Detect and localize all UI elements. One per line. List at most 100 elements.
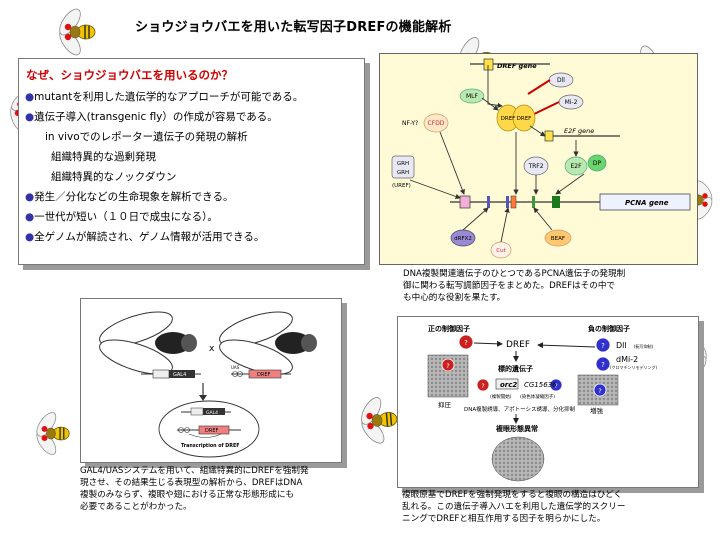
pcna-element-e2f	[552, 196, 560, 208]
pcna-diagram-svg: DREF gene Dll Mi-2 MLF DREF DREF NF-Y? C…	[391, 58, 691, 259]
dref-label-right: DREF	[517, 116, 532, 122]
dmi2-note: (クロマチンリモデリング)	[610, 364, 658, 370]
why-subitem: 組織特異的なノックダウン	[51, 171, 177, 183]
grh-node	[391, 155, 415, 179]
pcna-element-5	[532, 196, 535, 208]
enhancer-q: ?	[598, 387, 601, 395]
fly-decoration-lower-left	[32, 408, 70, 459]
cg-note: (染色体凝縮因子)	[520, 393, 555, 400]
target-q-1: ?	[481, 382, 484, 390]
dll-factor: Dll	[616, 341, 627, 350]
mi2-label: Mi-2	[565, 99, 578, 106]
negative-regulator-icon-2	[595, 356, 611, 372]
cut-label: Cut	[496, 248, 506, 254]
dref-construct	[248, 369, 282, 379]
eye-screen-svg: 正の制御因子 負の制御因子 ? ? ? Dll (転写抑制) dMi-2 (クロ…	[427, 324, 658, 482]
pcna-gene-box	[599, 193, 691, 211]
dref-gene-box	[483, 58, 494, 71]
why-item: ●発生／分化などの生命現象を解析できる。	[25, 191, 234, 203]
parent-fly-uas	[219, 311, 317, 375]
negative-regulators-label: 負の制御因子	[588, 324, 630, 333]
negative-q-2: ?	[601, 361, 605, 369]
processes-label: DNA複製誘導、アポトーシス誘導、分化抑制	[464, 405, 576, 413]
page-title: ショウジョウバエを用いた転写因子DREFの機能解析	[135, 20, 452, 35]
gal4-construct	[169, 370, 195, 378]
suppress-label: 抑圧	[438, 400, 452, 409]
why-heading: なぜ、ショウジョウバエを用いるのか？	[26, 68, 233, 82]
positive-q: ?	[464, 339, 468, 347]
gal4-construct-label: GAL4	[173, 372, 186, 378]
pcna-element-dre	[510, 195, 517, 209]
e2f-gene-label: E2F gene	[564, 127, 594, 135]
orc2-note: (複製開始)	[490, 393, 512, 400]
dll-repression	[527, 79, 551, 95]
grh-label-1: GRH	[397, 161, 409, 167]
enhanced-eye-image	[577, 374, 619, 406]
why-item: ●遺伝子導入(transgenic fly）の作成が容易である。	[25, 111, 278, 123]
target-icon-1	[476, 378, 490, 392]
dref-label-left: DREF	[501, 116, 516, 122]
beaf-node	[544, 229, 572, 247]
cfdd-node	[423, 113, 449, 133]
fig3-caption: 複眼原基でDREFを強制発現をすると複眼の構造はひどく 乱れる。この遺伝子導入ハ…	[402, 490, 626, 524]
why-drosophila-box: なぜ、ショウジョウバエを用いるのか？ ●mutantを利用した遺伝学的なアプロー…	[18, 58, 365, 265]
regulation-arrows	[409, 65, 585, 243]
orc2-box	[495, 378, 519, 390]
suppressor-icon	[441, 358, 455, 372]
why-item: ●一世代が短い（１０日で成虫になる）。	[25, 211, 218, 223]
target-q-2: ?	[554, 382, 557, 390]
progeny-dref-label: DREF	[205, 428, 218, 434]
mlf-node	[459, 88, 485, 104]
trf2-label: TRF2	[527, 163, 543, 170]
cfdd-label: CFDD	[428, 120, 445, 127]
drfx2-label: dRFX2	[454, 236, 472, 242]
pcna-regulation-diagram: DREF gene Dll Mi-2 MLF DREF DREF NF-Y? C…	[379, 53, 698, 265]
cross-symbol: x	[209, 344, 215, 354]
fly-decoration-top-left	[54, 4, 96, 60]
dll-label: Dll	[557, 77, 565, 84]
e2f-label: E2F	[570, 163, 582, 170]
positive-regulator-icon	[458, 334, 474, 350]
dref-gene-label: DREF gene	[497, 62, 537, 70]
dref-construct-label: DREF	[257, 372, 270, 378]
orc2-label: orc2	[500, 381, 517, 389]
pcna-element-3	[506, 196, 509, 208]
dp-node	[587, 154, 607, 172]
gal4-uas-diagram: x GAL4 UAS DREF GAL4 DREF Tr	[80, 298, 342, 463]
uas-label: UAS	[231, 365, 240, 370]
uref-label: (UREF)	[392, 183, 411, 189]
mlf-label: MLF	[466, 93, 479, 100]
cg15636-label: CG15636	[524, 381, 557, 389]
pcna-gene-label: PCNA gene	[625, 199, 669, 207]
fig1-caption: DNA複製関連遺伝子のひとつであるPCNA遺伝子の発現制 御に関わる転写調節因子…	[403, 269, 626, 303]
pcna-element-grh	[459, 195, 471, 209]
dll-note: (転写抑制)	[634, 343, 654, 349]
e2f-node	[564, 156, 588, 176]
e2f-gene-box	[544, 130, 554, 142]
parent-fly-gal4	[99, 311, 197, 375]
enhancer-icon	[593, 383, 607, 397]
beaf-label: BEAF	[551, 236, 565, 242]
negative-regulator-icon-1	[595, 337, 611, 353]
fig2-caption: GAL4/UASシステムを用いて、組織特異的にDREFを強制発 現させ、その結果…	[80, 466, 309, 512]
pcna-element-2	[487, 196, 490, 208]
dmi2-factor: dMi-2	[616, 355, 638, 364]
suppressor-q: ?	[446, 362, 449, 370]
enhance-label: 増強	[590, 406, 604, 415]
eye-screen-diagram: 正の制御因子 負の制御因子 ? ? ? Dll (転写抑制) dMi-2 (クロ…	[397, 316, 699, 488]
rough-eye-image	[491, 436, 545, 482]
mi2-repression	[529, 101, 560, 117]
progeny-gal4-label: GAL4	[206, 410, 218, 416]
target-icon-2	[549, 378, 563, 392]
why-item: ●mutantを利用した遺伝学的なアプローチが可能である。	[25, 91, 304, 103]
negative-q-1: ?	[601, 342, 605, 350]
why-subitem: 組織特異的な過剰発現	[51, 151, 156, 163]
phenotype-label: 複眼形態異常	[495, 424, 538, 433]
dref-central: DREF	[506, 340, 530, 350]
why-subitem: in vivoでのレポーター遺伝子の発現の解析	[45, 131, 248, 143]
positive-regulators-label: 正の制御因子	[428, 324, 470, 333]
target-genes-label: 標的遺伝子	[498, 364, 533, 373]
nfy-label: NF-Y?	[402, 120, 418, 127]
why-item: ●全ゲノムが解読され、ゲノム情報が活用できる。	[25, 231, 265, 243]
grh-label-2: GRH	[397, 170, 409, 176]
